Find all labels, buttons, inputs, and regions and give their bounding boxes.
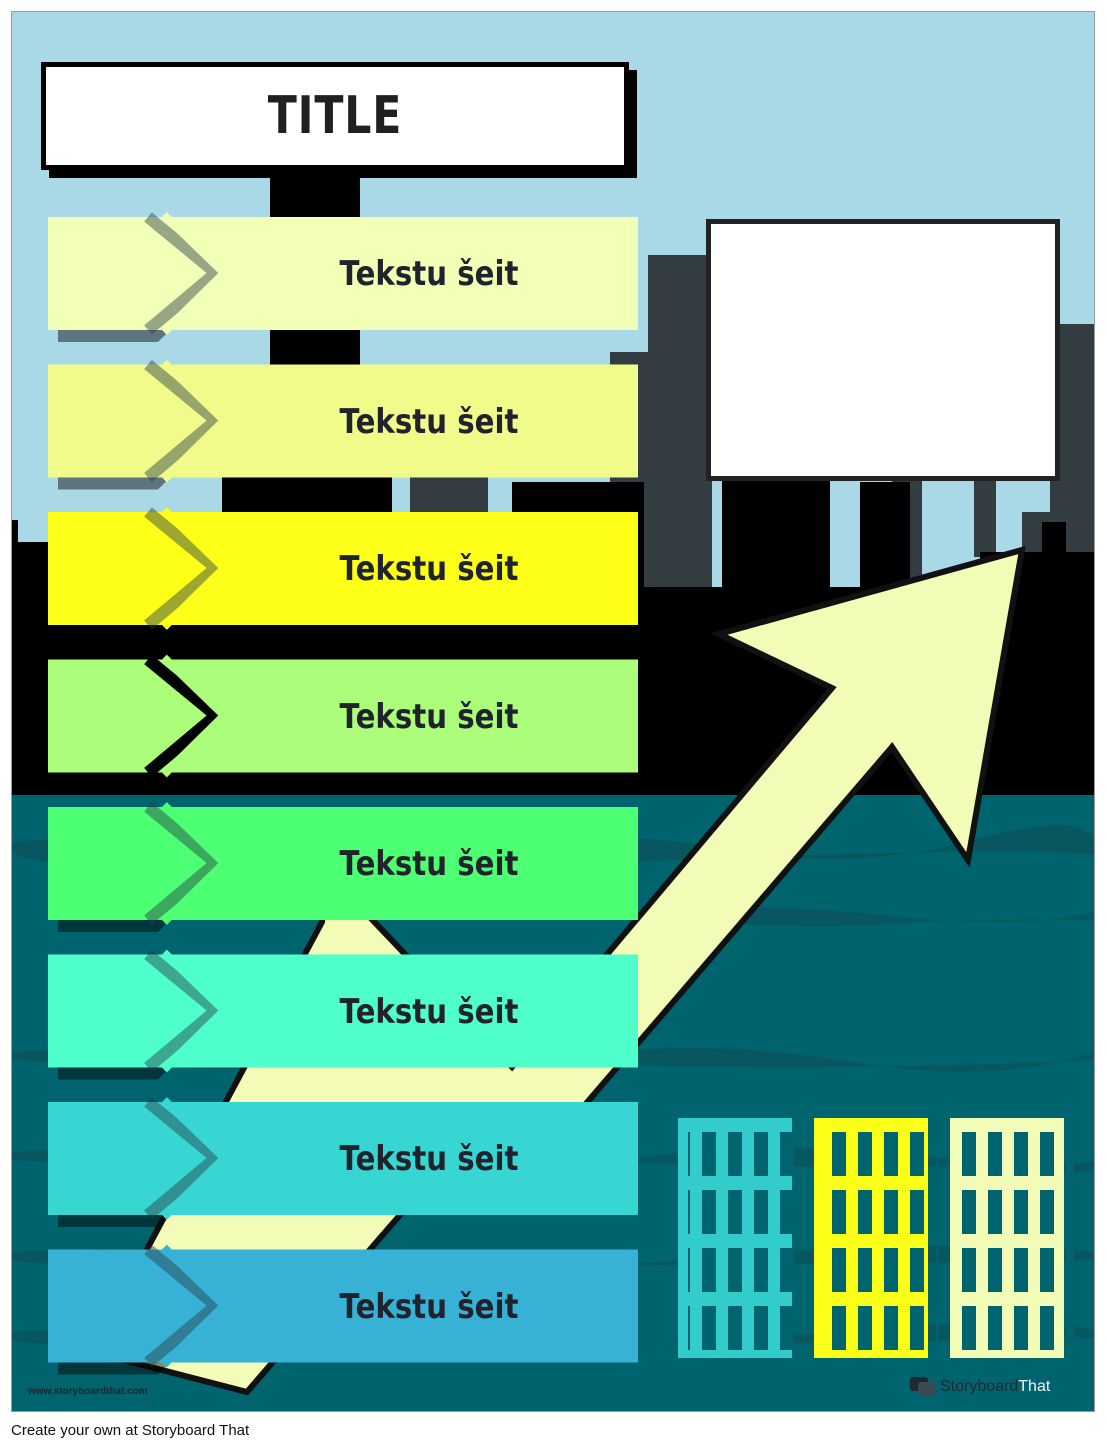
speech-bubble-icon [910, 1377, 936, 1396]
blank-billboard[interactable] [706, 219, 1060, 481]
chevron-highlight [161, 1244, 230, 1368]
band-label-8: Tekstu šeit [339, 1286, 519, 1327]
building-cyan [678, 1118, 802, 1370]
chevron-icon [144, 1097, 226, 1220]
band-4[interactable] [48, 654, 638, 785]
band-label-7: Tekstu šeit [339, 1139, 519, 1179]
chevron-highlight [161, 802, 230, 925]
band-7[interactable] [48, 1097, 638, 1227]
band-bar [48, 1249, 638, 1363]
building-yellow [814, 1118, 938, 1370]
footer-credit[interactable]: Create your own at Storyboard That [11, 1422, 250, 1439]
band-6[interactable] [48, 949, 638, 1080]
band-8[interactable] [48, 1244, 638, 1375]
band-3[interactable] [48, 507, 638, 637]
chevron-highlight [161, 212, 230, 335]
title-box[interactable]: TITLE [41, 62, 629, 170]
chevron-icon [144, 654, 226, 778]
band-label-2: Tekstu šeit [339, 401, 519, 442]
band-label-6: Tekstu šeit [339, 991, 519, 1032]
chevron-icon [144, 359, 226, 483]
chevron-icon [144, 949, 226, 1073]
watermark-url: www.storyboardthat.com [28, 1386, 148, 1397]
band-bar [48, 807, 638, 920]
band-label-3: Tekstu šeit [339, 549, 519, 589]
logo-brand-dark: Storyboard [940, 1378, 1019, 1395]
band-label-5: Tekstu šeit [339, 844, 519, 884]
band-1[interactable] [48, 212, 638, 342]
band-label-4: Tekstu šeit [339, 696, 519, 737]
chevron-icon [144, 507, 226, 630]
chevron-highlight [161, 359, 230, 483]
band-label-1: Tekstu šeit [339, 254, 519, 294]
chevron-icon [144, 802, 226, 925]
logo-brand-light: That [1018, 1378, 1051, 1395]
chevron-highlight [161, 507, 230, 630]
band-bar [48, 217, 638, 330]
band-bar [48, 364, 638, 478]
band-bar [48, 512, 638, 625]
band-bar [48, 1102, 638, 1215]
poster-title: TITLE [267, 86, 403, 146]
text-bands [48, 212, 638, 1375]
band-2[interactable] [48, 359, 638, 490]
band-5[interactable] [48, 802, 638, 932]
chevron-icon [144, 212, 226, 335]
chevron-highlight [161, 1097, 230, 1220]
band-bar [48, 659, 638, 773]
band-bar [48, 954, 638, 1068]
city-scene [12, 12, 1094, 1411]
chevron-highlight [161, 949, 230, 1073]
chevron-highlight [161, 654, 230, 778]
building-cream [950, 1118, 1074, 1370]
chevron-icon [144, 1244, 226, 1368]
